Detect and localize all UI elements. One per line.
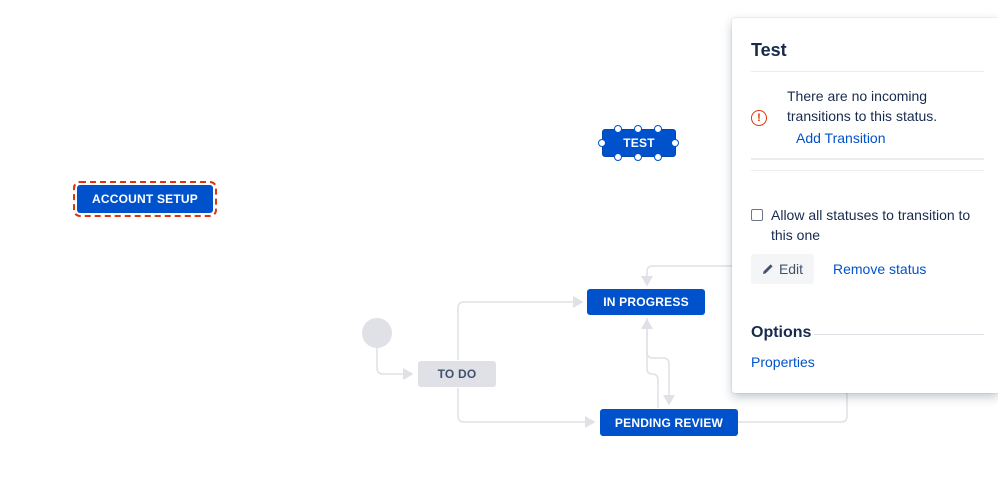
transition-pendingreview-to-right xyxy=(738,393,848,423)
resize-handle[interactable] xyxy=(614,125,622,133)
status-properties-panel: Test ! There are no incoming transitions… xyxy=(732,18,998,393)
edit-button-label: Edit xyxy=(778,261,804,277)
status-node-in-progress[interactable]: IN PROGRESS xyxy=(587,289,705,315)
resize-handle[interactable] xyxy=(634,125,642,133)
divider xyxy=(751,170,984,171)
transition-start-to-todo xyxy=(376,348,414,380)
resize-handle[interactable] xyxy=(654,153,662,161)
resize-handle[interactable] xyxy=(654,125,662,133)
properties-link[interactable]: Properties xyxy=(751,354,815,370)
panel-title: Test xyxy=(751,40,787,60)
transition-inprogress-to-pendingreview xyxy=(646,318,675,406)
resize-handle[interactable] xyxy=(671,139,679,147)
remove-status-link[interactable]: Remove status xyxy=(833,261,927,277)
transition-todo-to-inprogress xyxy=(457,296,584,360)
status-node-test[interactable]: TEST xyxy=(602,129,676,157)
status-node-account-setup[interactable]: ACCOUNT SETUP xyxy=(73,181,217,217)
add-transition-link[interactable]: Add Transition xyxy=(796,130,886,146)
resize-handle[interactable] xyxy=(634,153,642,161)
options-heading: Options xyxy=(751,324,812,341)
warning-icon: ! xyxy=(751,110,767,126)
transition-pendingreview-to-inprogress xyxy=(641,318,659,408)
transition-todo-to-pendingreview xyxy=(457,388,596,428)
divider xyxy=(751,71,984,72)
allow-all-statuses-label[interactable]: Allow all statuses to transition to this… xyxy=(771,207,971,243)
transition-right-to-inprogress xyxy=(641,265,732,287)
resize-handle[interactable] xyxy=(598,139,606,147)
resize-handle[interactable] xyxy=(614,153,622,161)
edit-button[interactable]: Edit xyxy=(751,254,814,284)
workflow-start-node[interactable] xyxy=(362,318,392,348)
status-node-pending-review[interactable]: PENDING REVIEW xyxy=(600,409,738,436)
status-node-to-do[interactable]: TO DO xyxy=(418,361,496,387)
divider xyxy=(751,158,984,160)
pencil-icon xyxy=(762,264,773,274)
divider xyxy=(814,334,984,335)
warning-message: There are no incoming transitions to thi… xyxy=(787,88,938,124)
allow-all-statuses-checkbox[interactable] xyxy=(751,209,763,221)
